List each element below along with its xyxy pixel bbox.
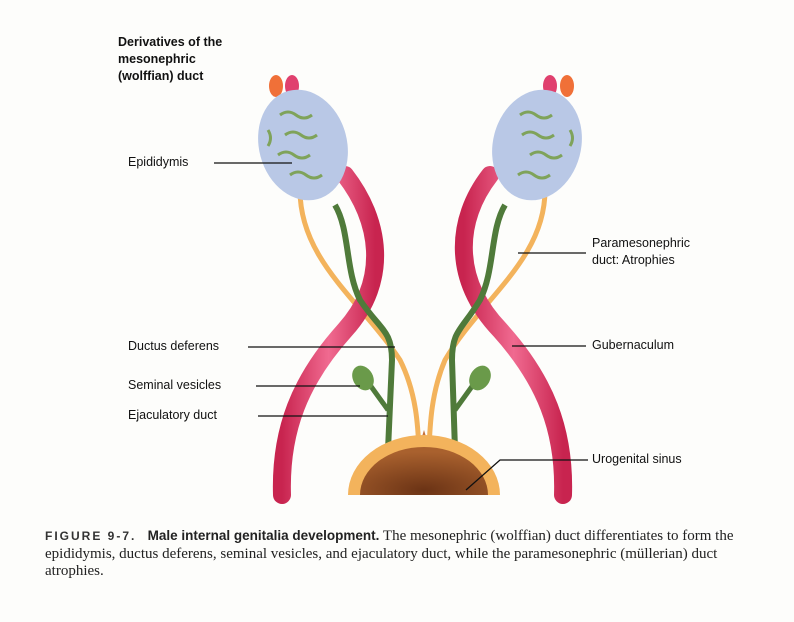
testis-right — [492, 89, 582, 201]
gubernaculum-right — [454, 166, 573, 504]
title-line: (wolffian) duct — [118, 69, 204, 83]
label-paramesonephric-line1: Paramesonephric — [592, 236, 690, 250]
title-line: mesonephric — [118, 52, 196, 66]
label-ductus-deferens: Ductus deferens — [128, 339, 220, 353]
leader-lines — [214, 162, 588, 491]
label-epididymis: Epididymis — [128, 155, 189, 169]
gonad-tip-right-2 — [560, 75, 574, 97]
ductus-deferens-left — [332, 203, 396, 451]
seminal-vesicle-left — [352, 365, 374, 391]
ductus-deferens-right — [448, 203, 508, 451]
seminal-vesicle-right — [469, 365, 491, 391]
paramesonephric-duct-right — [425, 189, 548, 471]
title-line: Derivatives of the — [118, 35, 223, 49]
gonad-tip-left-1 — [269, 75, 283, 97]
label-urogenital-sinus: Urogenital sinus — [592, 452, 682, 466]
label-gubernaculum: Gubernaculum — [592, 338, 674, 352]
testis-left — [258, 89, 348, 201]
label-ejaculatory-duct: Ejaculatory duct — [128, 408, 217, 422]
tubules — [266, 110, 574, 180]
figure-caption: FIGURE 9-7. Male internal genitalia deve… — [45, 527, 765, 581]
caption-heading: Male internal genitalia development. — [147, 528, 380, 543]
label-seminal-vesicles: Seminal vesicles — [128, 378, 222, 392]
paramesonephric-duct-left — [297, 189, 423, 471]
label-paramesonephric-line2: duct: Atrophies — [592, 253, 675, 267]
figure-number: FIGURE 9-7. — [45, 529, 137, 543]
gubernaculum-left — [272, 166, 384, 504]
diagram-title: Derivatives of the mesonephric (wolffian… — [118, 34, 222, 85]
caption-text: The mesonephric (wolffian) duct differen… — [45, 528, 734, 579]
